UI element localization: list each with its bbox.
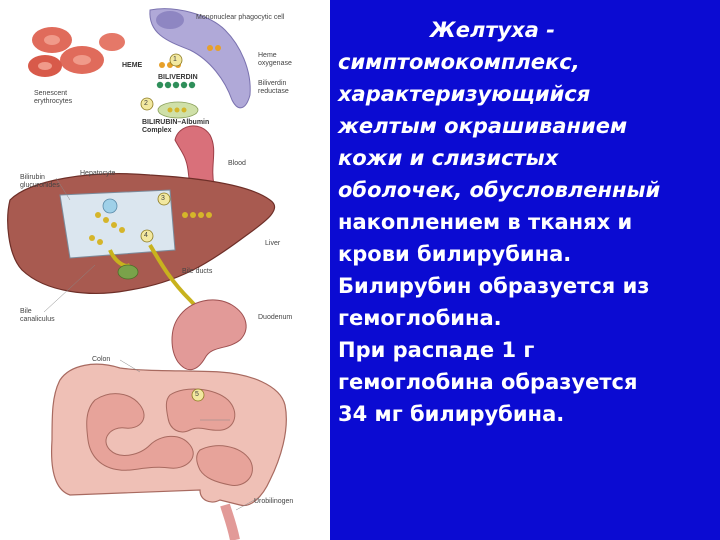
label-heme: HEME: [122, 62, 143, 69]
rectum: [220, 503, 240, 540]
label-liver: Liver: [265, 240, 281, 247]
text-line: 34 мг билирубина.: [338, 402, 565, 426]
step-4-label: 4: [144, 232, 148, 239]
text-line: желтым окрашиванием: [338, 114, 628, 138]
hepatocyte-nucleus: [102, 198, 118, 214]
label-bile-canaliculus: Bile canaliculus: [20, 308, 55, 323]
label-mononuclear-cell: Mononuclear phagocytic cell: [196, 14, 285, 21]
step-1-label: 1: [173, 56, 177, 63]
text-line: кожи и слизистых: [338, 146, 559, 170]
label-bilirubin-albumin: BILIRUBIN–Albumin Complex: [142, 119, 210, 134]
small-intestine: [86, 388, 253, 486]
erythrocytes: [28, 27, 125, 77]
text-line: характеризующийся: [338, 82, 591, 106]
step-2-label: 2: [144, 100, 148, 107]
bilirubin-albumin-complex: [157, 101, 199, 119]
text-line: накоплением в тканях и: [338, 210, 633, 234]
label-bile-ducts: Bile ducts: [182, 268, 213, 275]
label-heme-oxygenase: Heme oxygenase: [258, 52, 292, 67]
slide-text: Желтуха - симптомокомплекс, характеризую…: [338, 14, 716, 430]
text-line: крови билирубина.: [338, 242, 572, 266]
label-biliverdin: BILIVERDIN: [158, 74, 198, 81]
gallbladder: [117, 264, 139, 280]
slide-title: Желтуха -: [430, 18, 555, 42]
duodenum: [171, 299, 247, 371]
colon: [50, 363, 287, 507]
anatomy-drawing: [7, 8, 287, 540]
label-colon: Colon: [92, 356, 111, 363]
step-3-label: 3: [161, 195, 165, 202]
text-line: гемоглобина образуется: [338, 370, 638, 394]
phagocyte-cell: [149, 8, 251, 109]
label-biliverdin-reductase: Biliverdin reductase: [258, 80, 289, 95]
bilirubin-in-hepatocyte: [89, 212, 212, 245]
step-5-label: 5: [195, 391, 199, 398]
heme-molecules: [159, 45, 221, 68]
text-line: Билирубин образуется из: [338, 274, 650, 298]
text-line: оболочек, обусловленный: [338, 178, 661, 202]
phagocyte-nucleus: [156, 11, 184, 29]
label-blood: Blood: [228, 160, 246, 167]
text-line: гемоглобина.: [338, 306, 502, 330]
label-bilirubin-glucuronides: Bilirubin glucuronides: [20, 174, 60, 189]
leader-lines: [43, 177, 259, 511]
biliverdin-molecules: [156, 81, 196, 89]
label-urobilinogen: Urobilinogen: [254, 498, 294, 505]
label-duodenum: Duodenum: [258, 314, 293, 321]
text-line: При распаде 1 г: [338, 338, 535, 362]
label-hepatocyte: Hepatocyte: [80, 170, 116, 177]
bilirubin-metabolism-illustration: Mononuclear phagocytic cell HEME Heme ox…: [0, 0, 330, 540]
label-senescent-erythrocytes: Senescent erythrocytes: [34, 90, 73, 105]
text-line: симптомокомплекс,: [338, 50, 580, 74]
step-markers: [140, 53, 205, 402]
